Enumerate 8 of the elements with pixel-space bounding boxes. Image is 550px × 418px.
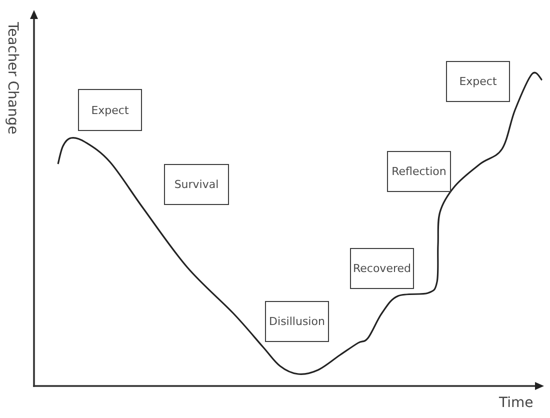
axis-label: Time bbox=[499, 396, 534, 412]
stage-box: Reflection bbox=[387, 151, 451, 192]
stage-box: Expect bbox=[78, 89, 142, 131]
axis-label: Teacher Change bbox=[4, 22, 20, 134]
stage-box: Recovered bbox=[350, 248, 414, 289]
stage-box: Expect bbox=[446, 61, 510, 102]
stage-box: Survival bbox=[164, 164, 229, 205]
stage-box: Disillusion bbox=[265, 301, 329, 342]
